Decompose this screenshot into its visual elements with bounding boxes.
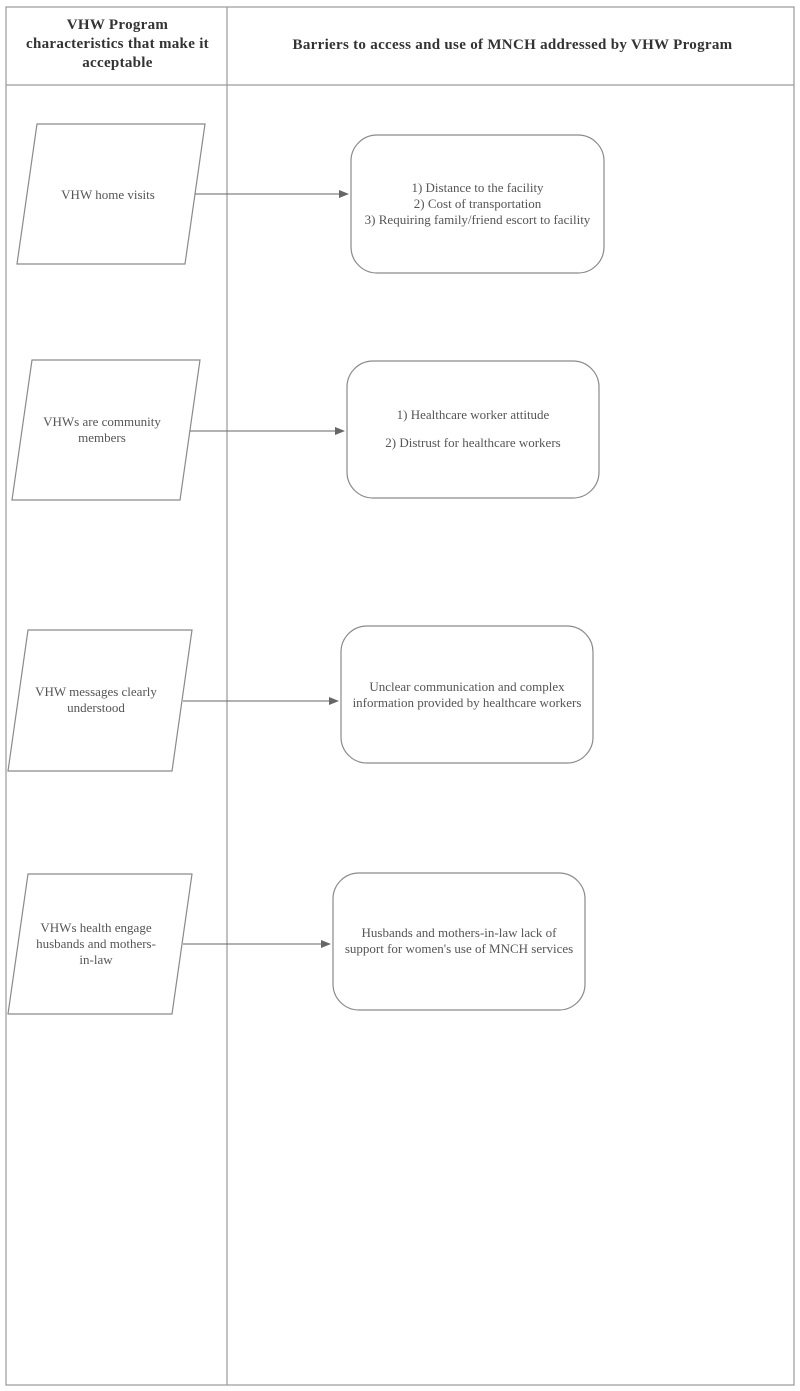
characteristic-label: VHW home visits xyxy=(61,187,155,202)
characteristic-shape-engage-husbands xyxy=(7,873,193,1015)
table-border xyxy=(5,6,795,1386)
characteristic-shape-community-members xyxy=(11,359,201,501)
characteristic-shape-messages-understood xyxy=(7,629,193,772)
barrier-label: Husbands and mothers-in-law lack of supp… xyxy=(344,925,574,956)
barrier-label: 1) Distance to the facility 2) Cost of t… xyxy=(364,180,591,227)
characteristic-label: VHWs are community members xyxy=(43,414,161,445)
barrier-box-unclear-communication xyxy=(340,625,594,764)
barrier-box-distance-cost xyxy=(350,134,605,274)
header-left: VHW Program characteristics that make it… xyxy=(26,17,209,71)
header-right: Barriers to access and use of MNCH addre… xyxy=(292,37,733,53)
barrier-label: 1) Healthcare worker attitude 2) Distrus… xyxy=(385,407,561,450)
characteristic-label: VHW messages clearly understood xyxy=(35,684,157,715)
barrier-label: Unclear communication and complex inform… xyxy=(352,679,582,710)
characteristic-shape-home-visits xyxy=(16,123,206,265)
barrier-box-attitude-distrust xyxy=(346,360,600,499)
barrier-box-lack-of-support xyxy=(332,872,586,1011)
characteristic-label: VHWs health engage husbands and mothers-… xyxy=(36,920,156,967)
